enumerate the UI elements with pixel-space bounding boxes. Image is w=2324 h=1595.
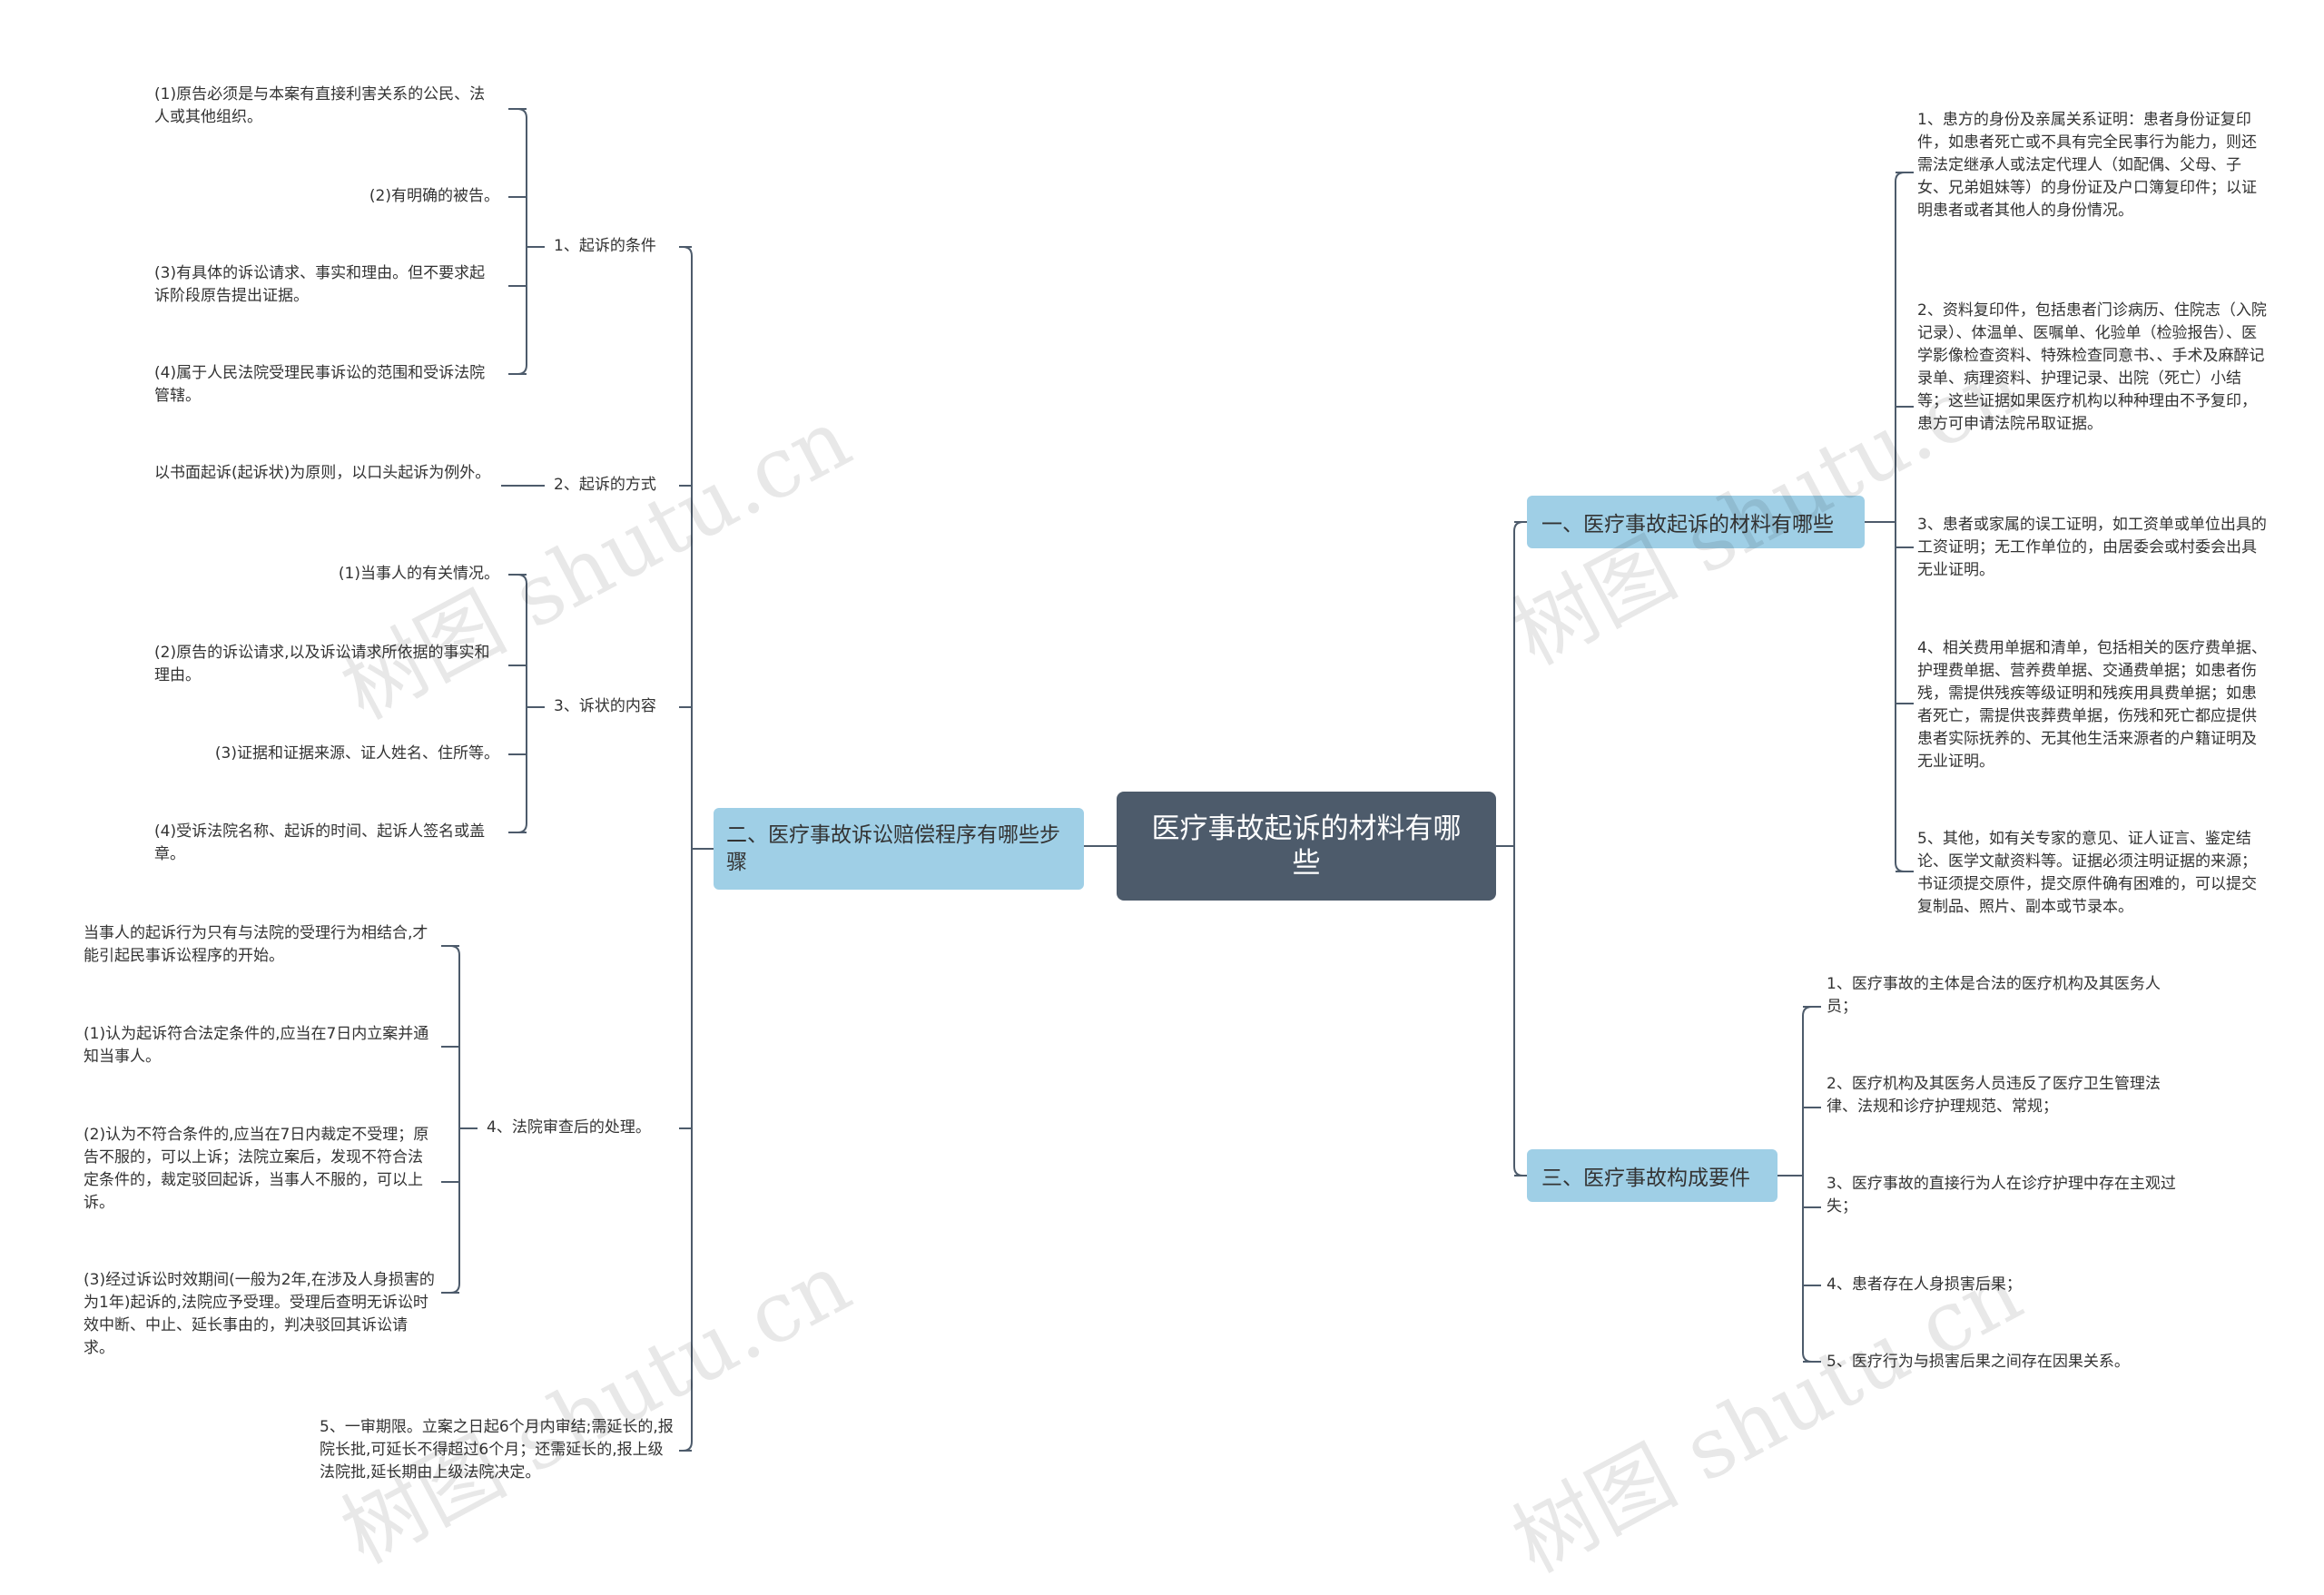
conditions-links-trunk	[517, 108, 527, 375]
conditions-item-1: (1)原告必须是与本案有直接利害关系的公民、法人或其他组织。	[154, 85, 486, 126]
contents-item-4: (4)受诉法院名称、起诉的时间、起诉人签名或盖章。	[154, 822, 486, 863]
sub-filing-conditions[interactable]: 1、起诉的条件	[554, 237, 656, 255]
conditions-item-4: (4)属于人民法院受理民事诉讼的范围和受诉法院管辖。	[154, 364, 486, 405]
conditions-item-2: (2)有明确的被告。	[369, 187, 499, 205]
root-node-label: 医疗事故起诉的材料有哪些	[1151, 812, 1462, 880]
branch-procedure[interactable]: 二、医疗事故诉讼赔偿程序有哪些步骤	[714, 808, 1084, 890]
root-node[interactable]: 医疗事故起诉的材料有哪些	[1117, 792, 1496, 901]
branch-materials-label: 一、医疗事故起诉的材料有哪些	[1541, 513, 1834, 537]
materials-item-5: 5、其他，如有关专家的意见、证人证言、鉴定结论、医学文献资料等。证据必须注明证据…	[1917, 830, 2257, 916]
branch-elements-label: 三、医疗事故构成要件	[1541, 1167, 1750, 1190]
materials-item-4: 4、相关费用单据和清单，包括相关的医疗费单据、护理费单据、营养费单据、交通费单据…	[1917, 639, 2267, 771]
review-item-1: 当事人的起诉行为只有与法院的受理行为相结合,才能引起民事诉讼程序的开始。	[84, 924, 428, 965]
sub-complaint-contents[interactable]: 3、诉状的内容	[554, 697, 656, 715]
elements-item-5: 5、医疗行为与损害后果之间存在因果关系。	[1827, 1353, 2130, 1371]
contents-item-3: (3)证据和证据来源、证人姓名、住所等。	[214, 744, 499, 763]
elements-item-3: 3、医疗事故的直接行为人在诊疗护理中存在主观过失；	[1827, 1175, 2176, 1216]
materials-item-2: 2、资料复印件，包括患者门诊病历、住院志（入院记录）、体温单、医嘱单、化验单（检…	[1917, 301, 2267, 433]
review-item-4: (3)经过诉讼时效期间(一般为2年,在涉及人身损害的为1年)起诉的,法院应予受理…	[84, 1271, 435, 1357]
review-links-trunk	[449, 945, 460, 1294]
contents-links-trunk	[517, 574, 527, 833]
materials-item-1: 1、患方的身份及亲属关系证明：患者身份证复印件，如患者死亡或不具有完全民事行为能…	[1917, 111, 2257, 220]
materials-links-trunk	[1895, 172, 1905, 872]
review-item-2: (1)认为起诉符合法定条件的,应当在7日内立案并通知当事人。	[84, 1025, 429, 1066]
elements-item-2: 2、医疗机构及其医务人员违反了医疗卫生管理法律、法规和诊疗护理规范、常规；	[1827, 1075, 2161, 1116]
conditions-item-3: (3)有具体的诉讼请求、事实和理由。但不要求起诉阶段原告提出证据。	[154, 264, 486, 305]
method-item-1: 以书面起诉(起诉状)为原则，以口头起诉为例外。	[154, 464, 491, 482]
sub-filing-method[interactable]: 2、起诉的方式	[554, 476, 656, 494]
elements-links-trunk	[1802, 1006, 1813, 1363]
branch-materials[interactable]: 一、医疗事故起诉的材料有哪些	[1527, 496, 1865, 548]
sub-court-review[interactable]: 4、法院审查后的处理。	[487, 1118, 651, 1137]
materials-item-3: 3、患者或家属的误工证明，如工资单或单位出具的工资证明；无工作单位的，由居委会或…	[1917, 516, 2267, 579]
sub-trial-period[interactable]: 5、一审期限。立案之日起6个月内审结;需延长的,报院长批,可延长不得超过6个月；…	[320, 1418, 674, 1482]
elements-item-1: 1、医疗事故的主体是合法的医疗机构及其医务人员；	[1827, 975, 2161, 1016]
procedure-links-trunk	[682, 246, 693, 1452]
contents-item-1: (1)当事人的有关情况。	[338, 565, 499, 583]
review-item-3: (2)认为不符合条件的,应当在7日内裁定不受理；原告不服的，可以上诉；法院立案后…	[84, 1126, 429, 1212]
contents-item-2: (2)原告的诉讼请求,以及诉讼请求所依据的事实和理由。	[154, 644, 490, 684]
root-right-links-trunk	[1513, 521, 1524, 1177]
branch-elements[interactable]: 三、医疗事故构成要件	[1527, 1149, 1777, 1202]
branch-procedure-label: 二、医疗事故诉讼赔偿程序有哪些步骤	[726, 823, 1060, 874]
elements-item-4: 4、患者存在人身损害后果；	[1827, 1275, 2022, 1294]
